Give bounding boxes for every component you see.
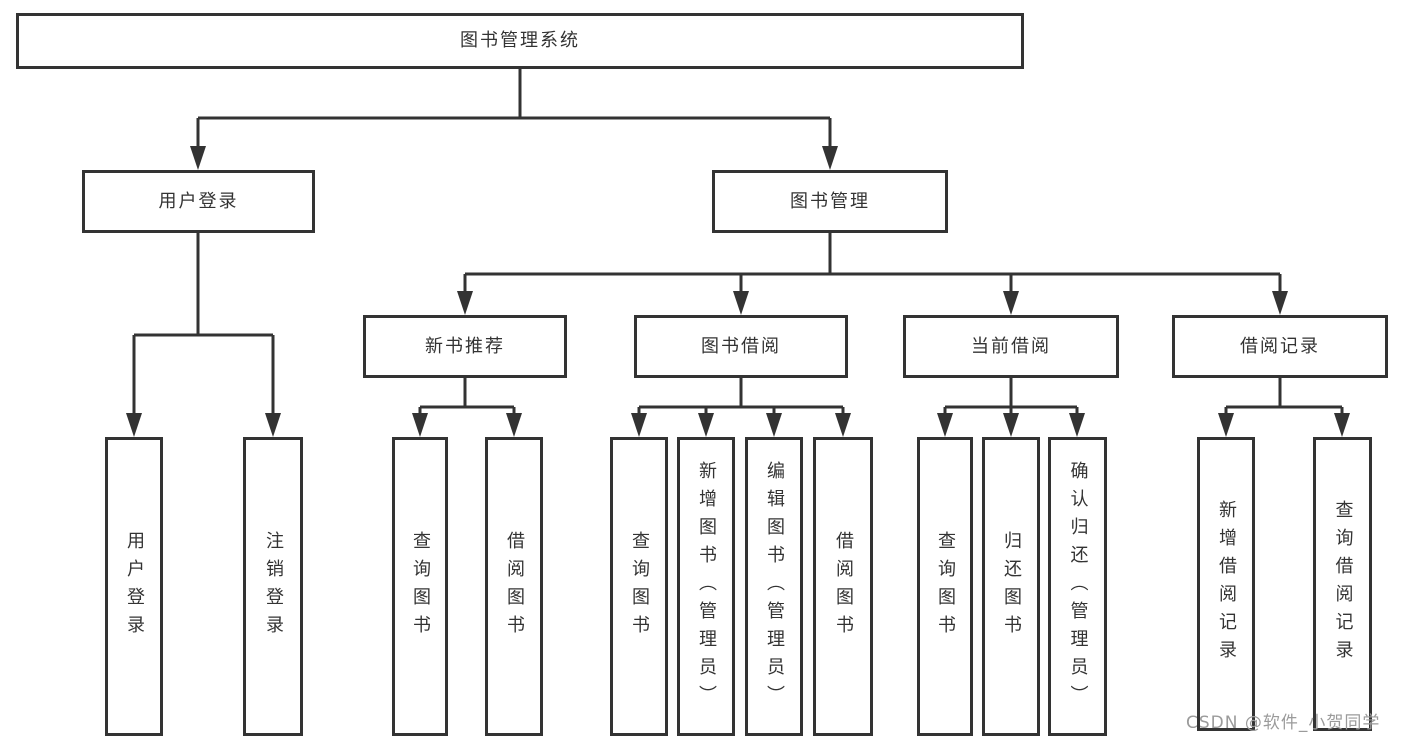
leaf-user-login: 用户登录 [105, 437, 163, 736]
leaf-borrow-edit-admin: 编辑图书（管理员） [745, 437, 803, 736]
arrowhead [766, 413, 782, 437]
leaf-current-query: 查询图书 [917, 437, 973, 736]
arrowhead [126, 413, 142, 437]
node-book-borrow: 图书借阅 [634, 315, 848, 378]
node-borrow-records: 借阅记录 [1172, 315, 1388, 378]
leaf-logout: 注销登录 [243, 437, 303, 736]
node-current-borrow: 当前借阅 [903, 315, 1119, 378]
arrowhead [835, 413, 851, 437]
arrowhead [190, 146, 206, 170]
watermark: CSDN @软件_小贺同学 [1186, 713, 1381, 733]
node-book-management: 图书管理 [712, 170, 948, 233]
leaf-borrow-query: 查询图书 [610, 437, 668, 736]
arrowhead [1272, 291, 1288, 315]
arrowhead [506, 413, 522, 437]
leaf-borrow-borrow: 借阅图书 [813, 437, 873, 736]
arrowhead [1069, 413, 1085, 437]
arrowhead [1003, 291, 1019, 315]
node-user-login: 用户登录 [82, 170, 315, 233]
leaf-records-add: 新增借阅记录 [1197, 437, 1255, 731]
arrowhead [457, 291, 473, 315]
leaf-current-confirm-admin: 确认归还（管理员） [1048, 437, 1107, 736]
arrowhead [265, 413, 281, 437]
arrowhead [412, 413, 428, 437]
arrowhead [698, 413, 714, 437]
leaf-borrow-add-admin: 新增图书（管理员） [677, 437, 735, 736]
arrowhead [822, 146, 838, 170]
arrowhead [1334, 413, 1350, 437]
node-root: 图书管理系统 [16, 13, 1024, 69]
leaf-current-return: 归还图书 [982, 437, 1040, 736]
node-new-book-recommend: 新书推荐 [363, 315, 567, 378]
arrowhead [733, 291, 749, 315]
leaf-records-query: 查询借阅记录 [1313, 437, 1372, 731]
leaf-newbook-borrow: 借阅图书 [485, 437, 543, 736]
arrowhead [631, 413, 647, 437]
arrowhead [1218, 413, 1234, 437]
arrowhead [1003, 413, 1019, 437]
leaf-newbook-query: 查询图书 [392, 437, 448, 736]
arrowhead [937, 413, 953, 437]
